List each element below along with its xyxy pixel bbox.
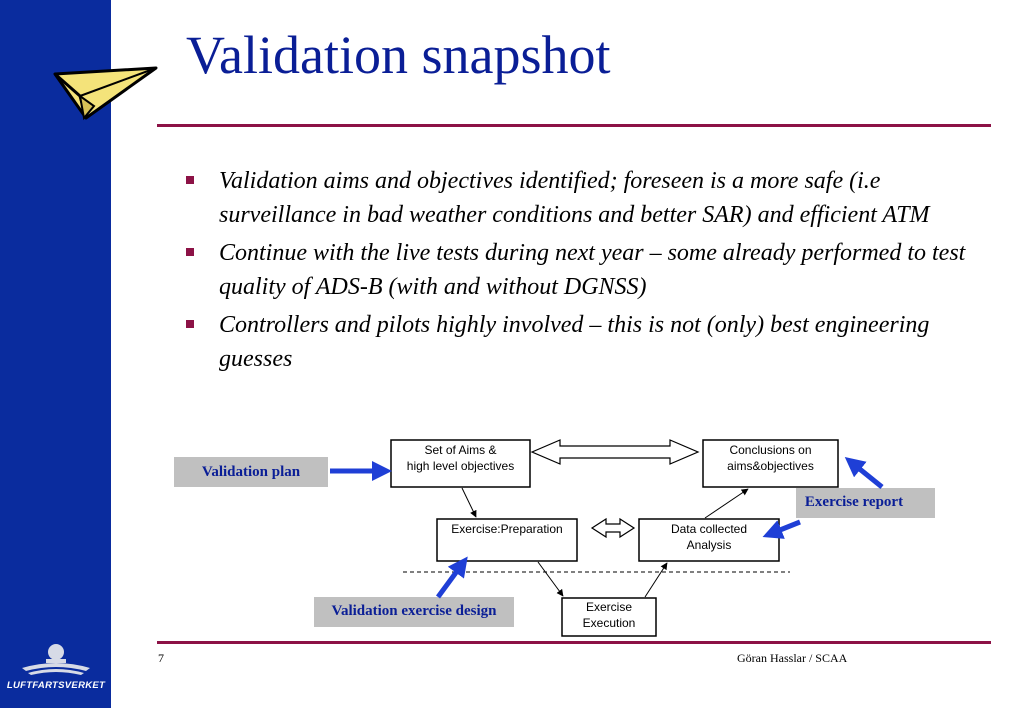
conclusions-box-line-1: Conclusions on <box>729 443 811 457</box>
bullet-item: Controllers and pilots highly involved –… <box>186 308 986 376</box>
double-arrow-prep-data <box>590 517 636 539</box>
aims-box-line-1: Set of Aims & <box>424 443 496 457</box>
aims-box-line-2: high level objectives <box>407 459 514 473</box>
preparation-box: Exercise:Preparation <box>436 518 578 562</box>
preparation-box-label: Exercise:Preparation <box>451 522 562 536</box>
execution-box-line-2: Execution <box>583 616 636 630</box>
bullet-text: Controllers and pilots highly involved –… <box>219 312 930 372</box>
blue-arrow-design <box>435 556 468 599</box>
exercise-design-label: Validation exercise design <box>331 603 497 619</box>
crown-wings-logo-icon <box>22 644 90 675</box>
flow-arrow-data-to-conclusions <box>704 488 749 519</box>
page-number: 7 <box>158 651 164 665</box>
flow-arrow-exec-to-data <box>644 562 668 598</box>
flow-arrow-aims-to-prep <box>461 487 477 518</box>
sidebar-band <box>0 0 111 708</box>
conclusions-box-line-2: aims&objectives <box>727 459 814 473</box>
title-divider <box>157 124 991 127</box>
exercise-design-callout: Validation exercise design <box>314 597 514 627</box>
bullet-square-icon <box>186 248 194 256</box>
validation-plan-label: Validation plan <box>202 464 301 480</box>
execution-box-line-1: Exercise <box>586 600 632 614</box>
blue-arrow-report-to-data <box>762 519 801 539</box>
double-arrow-aims-conclusions <box>530 439 700 465</box>
paper-plane-icon <box>53 66 158 121</box>
validation-plan-callout: Validation plan <box>174 457 328 487</box>
slide-title: Validation snapshot <box>186 25 611 85</box>
flow-arrow-prep-to-exec <box>537 561 564 597</box>
bullet-item: Continue with the live tests during next… <box>186 236 986 304</box>
footer-divider <box>157 641 991 644</box>
logo-wordmark: LUFTFARTSVERKET <box>6 680 106 691</box>
aims-box: Set of Aims & high level objectives <box>390 439 531 488</box>
bullet-text: Validation aims and objectives identifie… <box>219 168 930 228</box>
data-analysis-box-line-1: Data collected <box>671 522 747 536</box>
data-analysis-box: Data collected Analysis <box>638 518 780 562</box>
conclusions-box: Conclusions on aims&objectives <box>702 439 839 488</box>
author-credit: Göran Hasslar / SCAA <box>737 651 848 665</box>
bullet-square-icon <box>186 320 194 328</box>
blue-arrow-report-to-conclusions <box>844 456 884 489</box>
bullet-item: Validation aims and objectives identifie… <box>186 164 986 232</box>
bullet-list: Validation aims and objectives identifie… <box>186 164 986 380</box>
bullet-text: Continue with the live tests during next… <box>219 240 966 300</box>
exercise-report-callout: Exercise report <box>796 488 935 518</box>
execution-box: Exercise Execution <box>561 597 657 637</box>
exercise-report-label: Exercise report <box>805 494 903 510</box>
bullet-square-icon <box>186 176 194 184</box>
data-analysis-box-line-2: Analysis <box>687 538 732 552</box>
